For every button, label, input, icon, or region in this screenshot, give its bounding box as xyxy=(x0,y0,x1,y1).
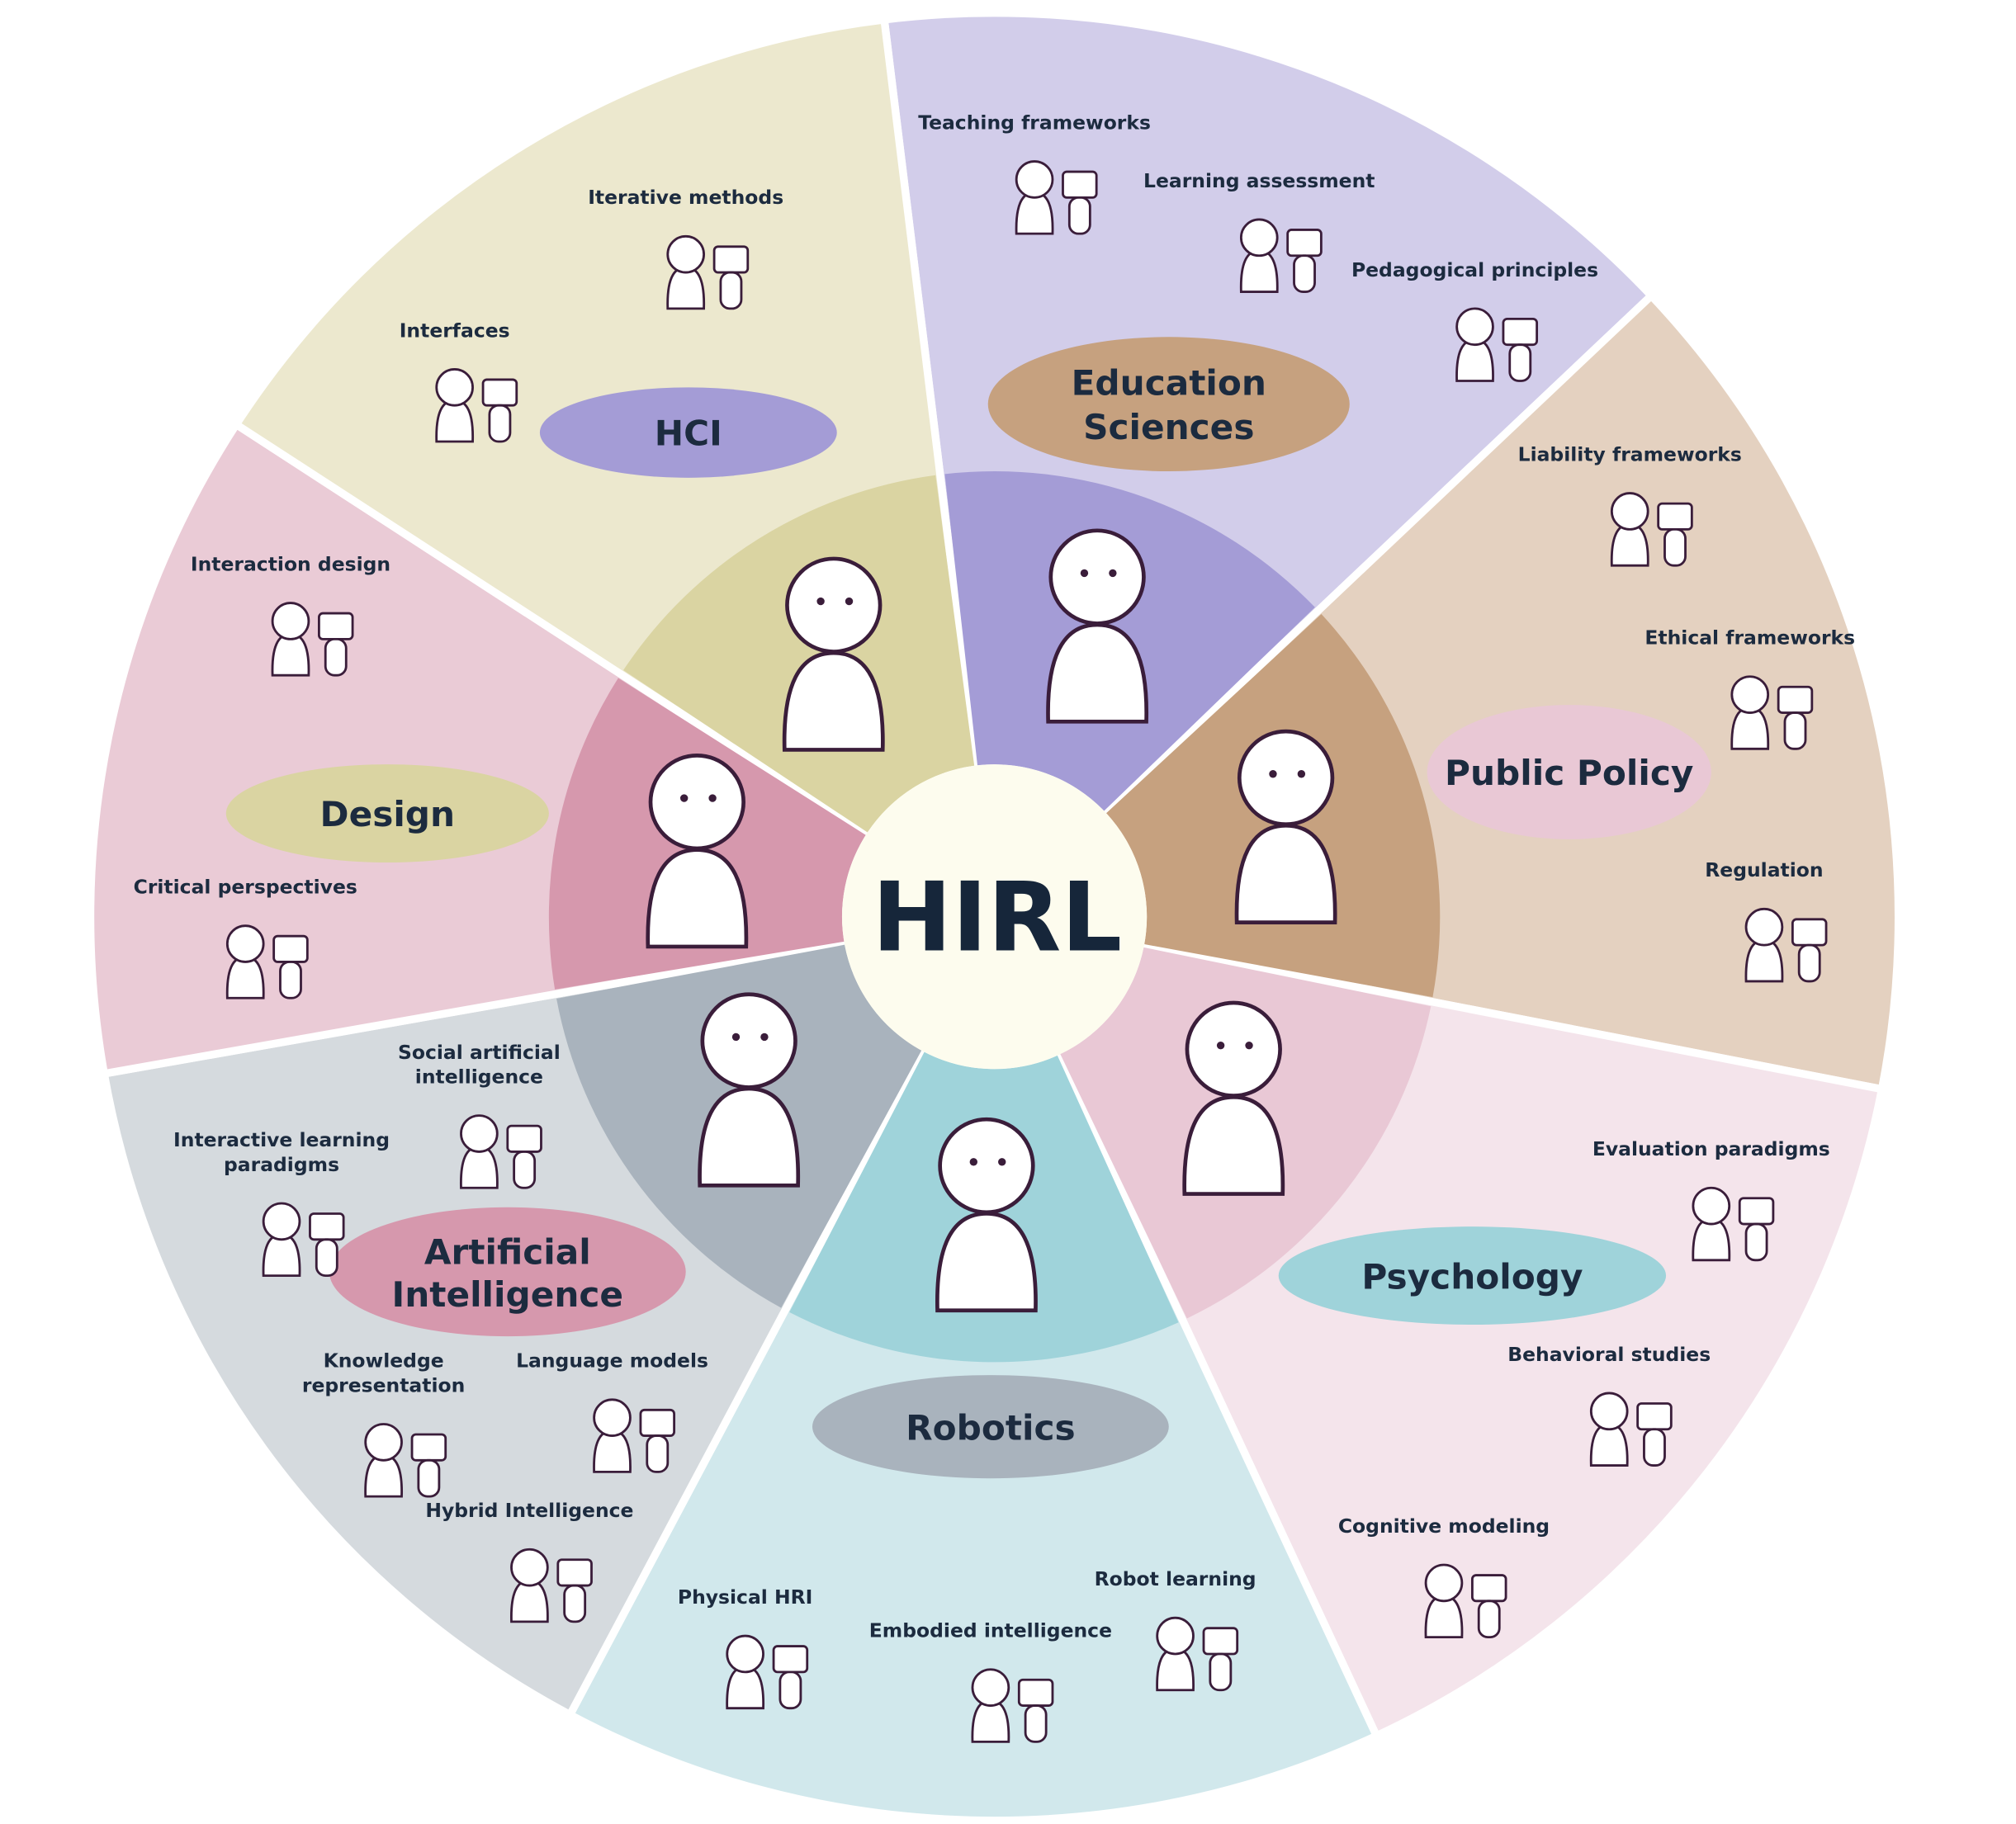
center-circle xyxy=(841,764,1148,1070)
topic-label: Learning assessment xyxy=(1143,169,1375,192)
artificial-intelligence-central-character-icon xyxy=(646,754,749,949)
topic-character-icon xyxy=(1455,307,1539,382)
topic-language-models: Language models xyxy=(516,1349,708,1473)
topic-label: Physical HRI xyxy=(678,1585,813,1609)
topic-label: Social artificial xyxy=(398,1041,561,1064)
topic-label: Behavioral studies xyxy=(1507,1343,1711,1366)
sector-label-text: Design xyxy=(320,794,456,834)
topic-label: Evaluation paradigms xyxy=(1592,1137,1830,1160)
topic-label: intelligence xyxy=(415,1066,543,1089)
topic-label: representation xyxy=(302,1373,465,1396)
topic-label: Interactive learning xyxy=(173,1128,390,1151)
sector-label-text: Robotics xyxy=(906,1407,1076,1448)
sector-label-text: HCI xyxy=(655,413,722,454)
topic-label: Liability frameworks xyxy=(1518,442,1742,465)
sector-label-psychology: Psychology xyxy=(1278,1226,1667,1325)
sector-label-text: Public Policy xyxy=(1445,753,1693,793)
topic-label: Robot learning xyxy=(1095,1567,1256,1590)
topic-physical-hri: Physical HRI xyxy=(678,1585,813,1710)
public-policy-central-character-icon xyxy=(1182,1000,1285,1196)
hci-central-character-icon xyxy=(1046,528,1148,724)
topic-character-icon xyxy=(1610,492,1693,567)
topic-robot-learning: Robot learning xyxy=(1095,1567,1256,1692)
topic-character-icon xyxy=(460,1114,542,1189)
sector-label-hci: HCI xyxy=(539,387,837,478)
sector-label-text: Education xyxy=(1072,363,1266,404)
topic-label: Critical perspectives xyxy=(134,876,357,899)
topic-character-icon xyxy=(1589,1392,1673,1467)
topic-iterative-methods: Iterative methods xyxy=(588,186,783,310)
topic-label: Ethical frameworks xyxy=(1645,626,1855,650)
design-central-character-icon xyxy=(782,556,885,752)
topic-interfaces: Interfaces xyxy=(400,319,518,443)
topic-label: Cognitive modeling xyxy=(1338,1514,1550,1538)
topic-character-icon xyxy=(1692,1186,1775,1262)
topic-character-icon xyxy=(726,1634,809,1710)
topic-label: Language models xyxy=(516,1349,708,1373)
sector-label-text: Artificial xyxy=(424,1232,591,1273)
topic-label: Pedagogical principles xyxy=(1351,258,1598,281)
topic-label: paradigms xyxy=(224,1153,339,1176)
topic-character-icon xyxy=(971,1668,1054,1743)
topic-embodied-intelligence: Embodied intelligence xyxy=(869,1619,1112,1743)
topic-critical-perspectives: Critical perspectives xyxy=(134,876,357,999)
topic-cognitive-modeling: Cognitive modeling xyxy=(1338,1514,1550,1639)
topic-teaching-frameworks: Teaching frameworks xyxy=(918,111,1151,235)
topic-label: Interaction design xyxy=(191,552,390,575)
topic-liability-frameworks: Liability frameworks xyxy=(1518,442,1742,567)
education-sciences-central-character-icon xyxy=(1234,729,1337,924)
sector-label-text: Sciences xyxy=(1083,407,1254,447)
topic-learning-assessment: Learning assessment xyxy=(1143,169,1375,293)
topic-interaction-design: Interaction design xyxy=(191,552,390,677)
topic-character-icon xyxy=(225,924,309,999)
topic-regulation: Regulation xyxy=(1705,858,1828,983)
topic-character-icon xyxy=(1239,218,1323,293)
topic-character-icon xyxy=(1156,1616,1239,1692)
topic-character-icon xyxy=(1730,675,1814,750)
topic-character-icon xyxy=(1744,907,1828,983)
sector-label-robotics: Robotics xyxy=(812,1375,1169,1479)
topic-hybrid-intelligence: Hybrid Intelligence xyxy=(425,1499,633,1623)
topic-ethical-frameworks: Ethical frameworks xyxy=(1645,626,1855,750)
topic-character-icon xyxy=(364,1423,447,1498)
topic-character-icon xyxy=(262,1202,345,1278)
sector-label-text: Psychology xyxy=(1361,1256,1583,1297)
inner-ring-design xyxy=(623,475,975,833)
topic-label: Regulation xyxy=(1705,858,1823,881)
robotics-central-character-icon xyxy=(698,992,801,1188)
topic-character-icon xyxy=(666,234,750,310)
sector-label-design: Design xyxy=(225,764,549,863)
topic-character-icon xyxy=(593,1398,676,1473)
sector-label-text: Intelligence xyxy=(392,1274,624,1315)
topic-evaluation-paradigms: Evaluation paradigms xyxy=(1592,1137,1830,1262)
psychology-central-character-icon xyxy=(935,1117,1038,1313)
topic-label: Hybrid Intelligence xyxy=(425,1499,633,1522)
topic-character-icon xyxy=(1015,160,1098,235)
topic-label: Iterative methods xyxy=(588,186,783,209)
topic-character-icon xyxy=(435,368,518,443)
topic-label: Interfaces xyxy=(400,319,510,342)
center-label: HIRL xyxy=(872,862,1122,973)
topic-label: Teaching frameworks xyxy=(918,111,1151,134)
topic-character-icon xyxy=(510,1548,593,1623)
topic-character-icon xyxy=(1424,1563,1507,1639)
topic-behavioral-studies: Behavioral studies xyxy=(1507,1343,1711,1467)
topic-label: Embodied intelligence xyxy=(869,1619,1112,1642)
sector-label-public-policy: Public Policy xyxy=(1427,705,1711,839)
topic-character-icon xyxy=(271,602,354,677)
topic-label: Knowledge xyxy=(324,1349,444,1373)
topic-pedagogical-principles: Pedagogical principles xyxy=(1351,258,1598,382)
